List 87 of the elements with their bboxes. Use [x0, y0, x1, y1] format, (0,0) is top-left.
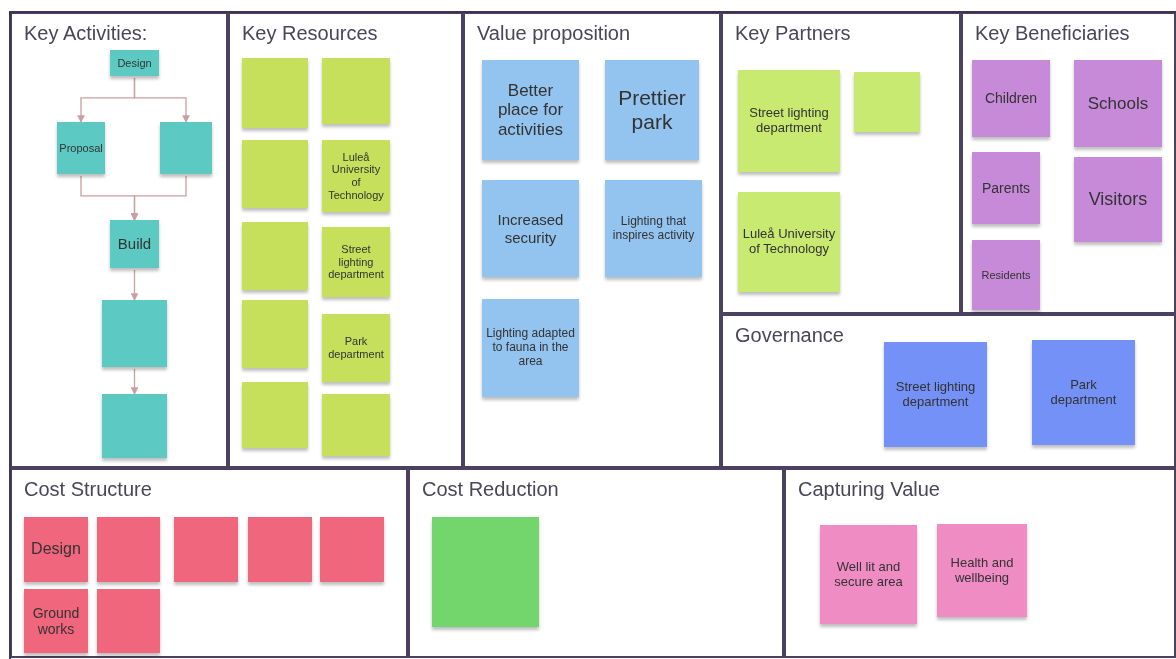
note-text: Parents	[981, 179, 1031, 197]
note-text: Better place for activities	[496, 80, 565, 140]
sticky-note	[738, 192, 840, 292]
note-text: Health and wellbeing	[949, 555, 1015, 586]
sticky-note	[97, 589, 160, 653]
sticky-note	[482, 299, 579, 397]
note-text: Well lit and secure area	[833, 559, 904, 590]
sticky-note	[110, 50, 159, 76]
sticky-note	[320, 517, 384, 582]
note-text: Lighting adapted to fauna in the area	[486, 327, 575, 369]
canvas-section	[721, 12, 961, 314]
note-text: Schools	[1087, 93, 1149, 114]
sticky-note	[102, 300, 167, 367]
sticky-note	[432, 517, 539, 627]
canvas-section	[784, 468, 1176, 658]
note-text: Proposal	[59, 141, 103, 155]
section-heading: Key Activities:	[24, 22, 148, 45]
sticky-note	[322, 227, 390, 297]
note-text: Luleå University of Technology	[742, 227, 836, 257]
sticky-note	[242, 222, 308, 290]
arrow	[133, 77, 190, 123]
sticky-note	[884, 342, 987, 447]
canvas-section	[721, 314, 1176, 468]
sticky-note	[605, 180, 702, 277]
canvas-section	[10, 468, 408, 658]
sticky-note	[322, 314, 390, 382]
sticky-note	[57, 122, 105, 174]
sticky-note	[248, 517, 312, 582]
sticky-note	[1074, 60, 1162, 147]
note-text: Children	[984, 90, 1038, 107]
canvas-section	[961, 12, 1176, 314]
sticky-note	[972, 240, 1040, 310]
sticky-note	[482, 60, 579, 160]
sticky-note	[605, 60, 699, 160]
note-text: Park department	[1049, 377, 1118, 408]
sticky-note	[1032, 340, 1135, 445]
sticky-note	[322, 58, 390, 124]
sticky-note	[24, 517, 88, 582]
sticky-note	[738, 70, 840, 172]
note-text: Visitors	[1088, 189, 1148, 210]
sticky-note	[160, 122, 212, 174]
sticky-note	[24, 589, 88, 653]
note-text: Build	[117, 235, 152, 253]
section-heading: Key Partners	[735, 22, 851, 45]
arrow	[130, 368, 139, 395]
sticky-note	[174, 517, 238, 582]
sticky-note	[110, 220, 159, 268]
sticky-note	[242, 140, 308, 208]
canvas-section	[228, 12, 463, 468]
note-text: Lighting that inspires activity	[611, 214, 696, 243]
sticky-note	[820, 525, 917, 624]
section-heading: Value proposition	[477, 22, 631, 45]
note-text: Street lighting department	[748, 106, 830, 136]
note-text: Luleå University of Technology	[327, 150, 385, 202]
note-text: Prettier park	[617, 85, 687, 135]
sticky-note	[242, 300, 308, 368]
canvas-section	[408, 468, 784, 658]
sticky-note	[937, 524, 1027, 617]
section-heading: Key Beneficiaries	[975, 22, 1130, 45]
sticky-note	[1074, 157, 1162, 242]
note-text: Ground works	[31, 604, 81, 638]
arrow	[130, 269, 139, 301]
note-text: Street lighting department	[327, 243, 385, 281]
arrow	[130, 175, 187, 221]
note-text: Street lighting department	[894, 379, 977, 410]
sticky-note	[972, 60, 1050, 137]
note-text: Increased security	[496, 211, 565, 246]
sticky-note	[97, 517, 160, 582]
section-heading: Key Resources	[242, 22, 378, 45]
sticky-note	[102, 394, 167, 458]
sticky-note	[854, 72, 920, 132]
section-heading: Cost Reduction	[422, 478, 559, 501]
sticky-note	[482, 180, 579, 277]
note-text: Design	[31, 540, 81, 559]
sticky-note	[322, 140, 390, 212]
canvas-section	[463, 12, 721, 468]
sticky-note	[242, 382, 308, 448]
section-heading: Governance	[735, 324, 844, 347]
sticky-note	[322, 394, 390, 456]
sticky-note	[972, 152, 1040, 224]
section-heading: Cost Structure	[24, 478, 152, 501]
note-text: Residents	[981, 268, 1031, 282]
sticky-note	[242, 58, 308, 128]
section-heading: Capturing Value	[798, 478, 940, 501]
canvas-section	[10, 12, 228, 468]
note-text: Design	[117, 56, 152, 70]
note-text: Park department	[327, 335, 385, 361]
